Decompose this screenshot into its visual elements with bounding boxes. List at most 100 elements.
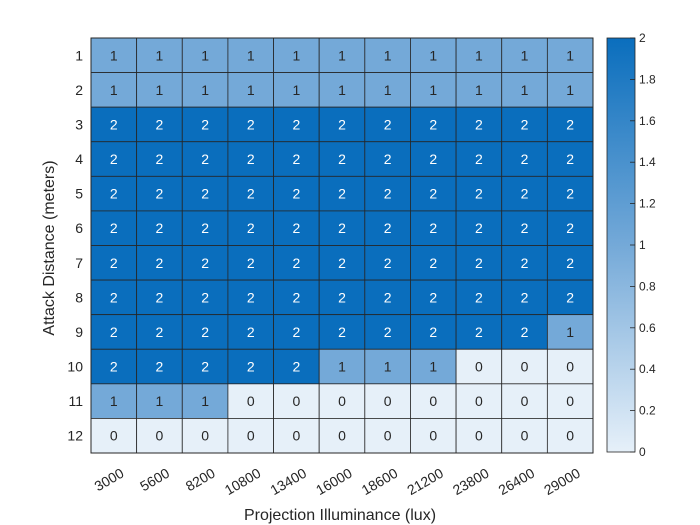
heatmap-cell (90, 210, 138, 246)
cell-value-label: 1 (475, 47, 483, 63)
heatmap-cell (501, 245, 548, 281)
cell-value-label: 0 (384, 428, 392, 444)
cell-value-label: 2 (201, 289, 209, 305)
heatmap-cell (410, 348, 457, 385)
heatmap-cell (318, 210, 366, 246)
heatmap-cell (455, 72, 503, 108)
heatmap-cell (273, 279, 320, 316)
heatmap-cell (90, 175, 138, 212)
heatmap-cell (455, 141, 503, 177)
heatmap-cell (364, 245, 411, 281)
cell-value-label: 2 (201, 116, 209, 132)
cell-value-label: 2 (475, 151, 483, 167)
heatmap-cell (318, 37, 366, 73)
heatmap-cell (364, 72, 411, 108)
cell-value-label: 2 (292, 186, 300, 202)
x-tick-label: 21200 (404, 465, 446, 498)
heatmap-cell (181, 314, 229, 350)
cell-value-label: 1 (429, 47, 437, 63)
cell-value-label: 2 (338, 220, 346, 236)
cell-value-label: 2 (110, 116, 118, 132)
cell-value-label: 2 (201, 151, 209, 167)
heatmap-cell (501, 37, 548, 73)
heatmap-cell (227, 141, 274, 177)
cell-value-label: 1 (475, 82, 483, 98)
heatmap-cell (273, 348, 320, 385)
y-tick-label: 4 (75, 151, 83, 167)
cell-value-label: 0 (201, 428, 209, 444)
x-tick-label: 8200 (183, 465, 218, 495)
x-tick-label: 29000 (541, 465, 583, 498)
cell-value-label: 2 (156, 151, 164, 167)
colorbar-tick-label: 1.8 (639, 72, 656, 86)
cell-value-label: 0 (384, 393, 392, 409)
heatmap-cell (136, 279, 183, 316)
cell-value-label: 2 (521, 324, 529, 340)
cell-value-label: 0 (247, 393, 255, 409)
cell-value-label: 2 (247, 324, 255, 340)
cell-value-label: 2 (566, 289, 574, 305)
cell-value-label: 2 (384, 220, 392, 236)
x-tick-label: 3000 (92, 465, 127, 495)
cell-value-label: 2 (201, 186, 209, 202)
cell-value-label: 1 (429, 359, 437, 375)
cell-value-label: 2 (156, 255, 164, 271)
cell-value-label: 1 (201, 47, 209, 63)
cell-value-label: 2 (156, 289, 164, 305)
cell-value-label: 2 (338, 186, 346, 202)
cell-value-label: 0 (566, 428, 574, 444)
cell-value-label: 2 (247, 116, 255, 132)
cell-value-label: 2 (521, 289, 529, 305)
cell-value-label: 1 (566, 47, 574, 63)
heatmap-cell (273, 106, 320, 143)
heatmap-cell (410, 245, 457, 281)
cell-value-label: 2 (292, 324, 300, 340)
heatmap-cell (227, 210, 274, 246)
heatmap-cell (546, 72, 594, 108)
colorbar-tick-label: 0.4 (639, 362, 656, 376)
heatmap-cell (501, 72, 548, 108)
heatmap-cell (90, 279, 138, 316)
heatmap-cell (181, 72, 229, 108)
cell-value-label: 2 (247, 359, 255, 375)
cell-value-label: 2 (110, 255, 118, 271)
cell-value-label: 2 (475, 186, 483, 202)
heatmap-cell (501, 383, 548, 419)
colorbar-tick-label: 1.4 (639, 155, 656, 169)
cell-value-label: 1 (521, 47, 529, 63)
colorbar-tick-label: 0.8 (639, 279, 656, 293)
y-tick-label: 8 (75, 289, 83, 305)
cell-value-label: 2 (521, 220, 529, 236)
cell-value-label: 2 (429, 220, 437, 236)
x-tick-label: 10800 (222, 465, 264, 498)
y-tick-label: 11 (68, 393, 83, 409)
heatmap-cell (90, 106, 138, 143)
colorbar-tick-label: 0.2 (639, 404, 656, 418)
y-tick-label: 7 (75, 255, 83, 271)
cell-value-label: 2 (247, 220, 255, 236)
cell-value-label: 2 (247, 255, 255, 271)
heatmap-cell (227, 279, 274, 316)
heatmap-cell (318, 106, 366, 143)
heatmap-cell (501, 141, 548, 177)
cell-value-label: 1 (566, 82, 574, 98)
cell-value-label: 2 (384, 116, 392, 132)
cell-value-label: 2 (566, 151, 574, 167)
heatmap-cell (318, 72, 366, 108)
plot-frame (90, 37, 594, 454)
heatmap-cell (181, 175, 229, 212)
heatmap-cell (318, 141, 366, 177)
y-tick-label: 6 (75, 220, 83, 236)
cell-value-label: 2 (156, 116, 164, 132)
heatmap-cell (455, 245, 503, 281)
heatmap-cell (501, 279, 548, 316)
heatmap-cell (318, 418, 366, 454)
cell-value-label: 1 (292, 82, 300, 98)
cell-value-label: 1 (338, 359, 346, 375)
cell-value-label: 2 (475, 324, 483, 340)
colorbar-tick-label: 2 (639, 31, 646, 45)
cell-value-label: 0 (475, 393, 483, 409)
cell-value-label: 2 (292, 220, 300, 236)
heatmap-cell (546, 279, 594, 316)
cell-value-label: 1 (247, 82, 255, 98)
